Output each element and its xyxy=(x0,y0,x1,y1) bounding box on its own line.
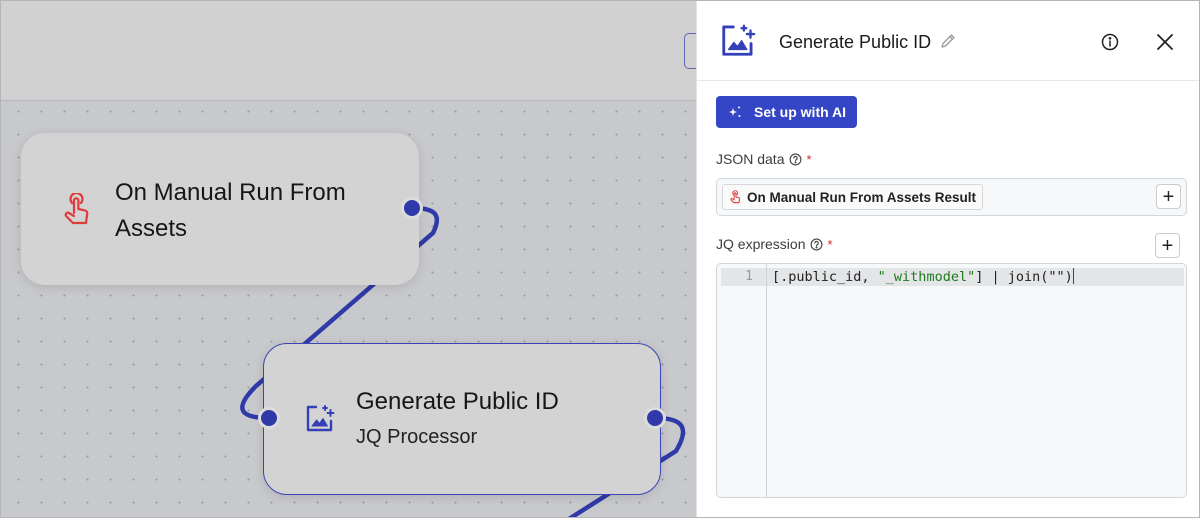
node-config-panel: Generate Public ID xyxy=(696,1,1199,517)
node-generate-public-id[interactable]: Generate Public ID JQ Processor xyxy=(263,343,661,495)
help-icon[interactable] xyxy=(789,153,802,166)
sparkle-icon xyxy=(728,105,742,119)
required-mark: * xyxy=(827,236,833,252)
line-gutter xyxy=(717,264,767,497)
canvas-toolbar xyxy=(1,1,696,101)
add-jq-expression-button[interactable]: + xyxy=(1155,233,1180,258)
json-data-input[interactable]: On Manual Run From Assets Result + xyxy=(716,178,1187,216)
image-sparkle-icon xyxy=(719,21,757,64)
line-number: 1 xyxy=(745,269,753,284)
node-subtitle: JQ Processor xyxy=(356,426,478,448)
jq-expression-label: JQ expression * xyxy=(716,236,833,252)
jq-expression-editor[interactable]: 1 [.public_id, "_withmodel"] | join("") xyxy=(716,263,1187,498)
node-title: Generate Public ID xyxy=(356,388,559,415)
chip-label: On Manual Run From Assets Result xyxy=(747,189,977,205)
text-caret xyxy=(1072,268,1075,284)
output-port[interactable] xyxy=(647,410,663,426)
image-sparkle-icon xyxy=(304,402,336,439)
json-data-label: JSON data * xyxy=(716,151,812,167)
json-data-chip[interactable]: On Manual Run From Assets Result xyxy=(722,184,984,210)
input-port[interactable] xyxy=(261,410,277,426)
active-line-highlight xyxy=(721,268,1184,286)
add-json-data-button[interactable]: + xyxy=(1156,184,1181,209)
panel-header: Generate Public ID xyxy=(697,1,1199,81)
tap-hand-icon xyxy=(729,189,741,205)
panel-title: Generate Public ID xyxy=(779,32,932,52)
edit-pencil-icon[interactable] xyxy=(940,33,956,54)
tap-hand-icon xyxy=(61,191,91,232)
help-icon[interactable] xyxy=(810,238,823,251)
setup-with-ai-label: Set up with AI xyxy=(754,104,847,120)
code-line[interactable]: [.public_id, "_withmodel"] | join("") xyxy=(772,268,1075,285)
node-title: On Manual Run From xyxy=(115,179,346,206)
node-title-line2: Assets xyxy=(115,215,188,242)
required-mark: * xyxy=(806,151,812,167)
close-icon[interactable] xyxy=(1154,31,1176,53)
node-on-manual-run[interactable]: On Manual Run From Assets xyxy=(21,133,419,285)
info-icon[interactable] xyxy=(1099,31,1121,53)
setup-with-ai-button[interactable]: Set up with AI xyxy=(716,96,857,128)
output-port[interactable] xyxy=(404,200,420,216)
